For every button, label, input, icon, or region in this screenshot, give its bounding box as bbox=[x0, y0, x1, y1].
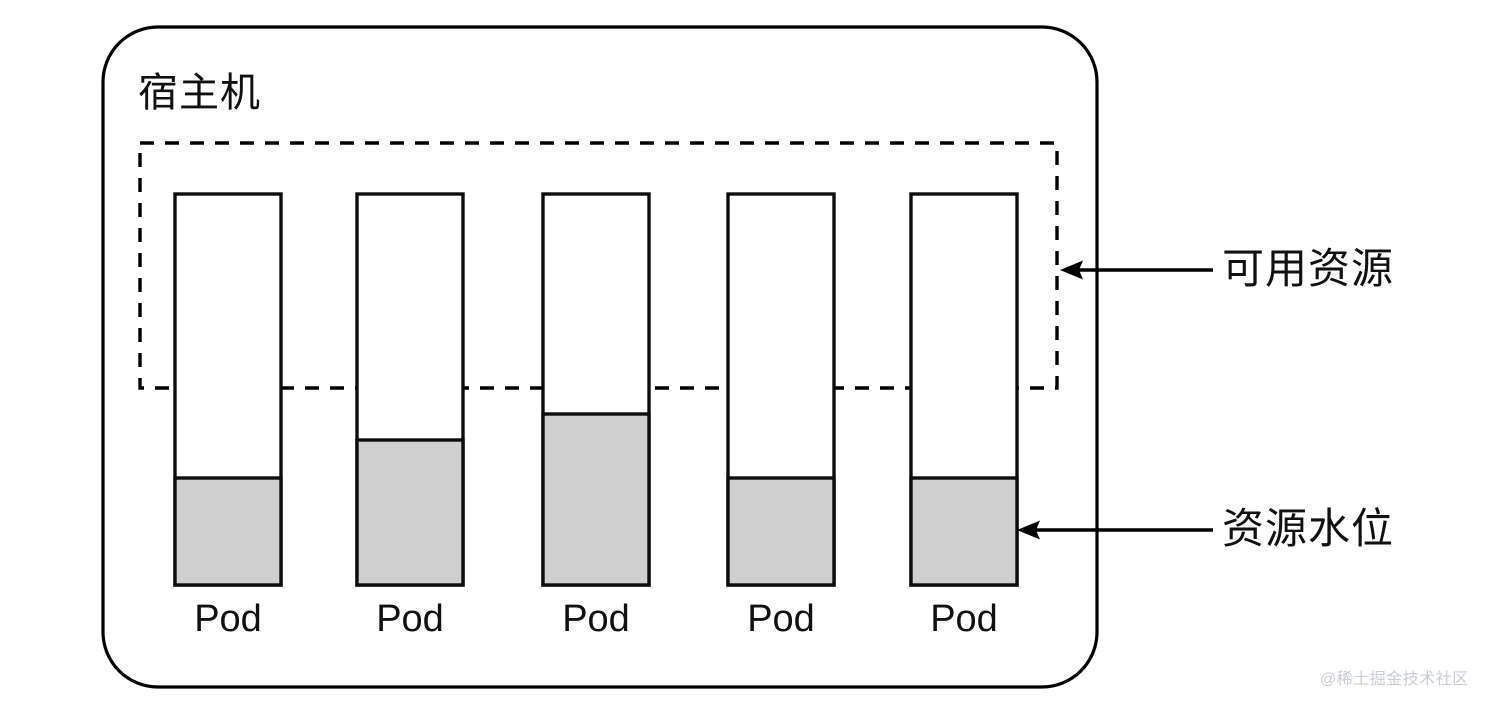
pod-label: Pod bbox=[562, 598, 630, 640]
pod-bar-group bbox=[173, 192, 1019, 587]
pod-label: Pod bbox=[194, 598, 262, 640]
site-watermark: @稀土掘金技术社区 bbox=[1320, 671, 1469, 688]
callout-label: 可用资源 bbox=[1222, 245, 1395, 292]
pod-usage-fill bbox=[173, 476, 283, 587]
pod-label: Pod bbox=[376, 598, 444, 640]
available-resource-zone bbox=[138, 141, 1059, 390]
host-machine-title: 宿主机 bbox=[138, 71, 261, 115]
pod-label: Pod bbox=[747, 598, 815, 640]
host-machine-boundary bbox=[101, 25, 1099, 689]
pod-usage-fill bbox=[541, 412, 651, 587]
pod-label: Pod bbox=[930, 598, 998, 640]
callout-arrow-group bbox=[1017, 260, 1213, 540]
callout-arrowhead-icon bbox=[1017, 520, 1040, 540]
pod-usage-fill bbox=[726, 476, 836, 587]
pod-usage-fill bbox=[355, 438, 465, 587]
pod-usage-fill bbox=[909, 476, 1019, 587]
callout-arrowhead-icon bbox=[1060, 260, 1083, 280]
callout-label: 资源水位 bbox=[1222, 505, 1395, 552]
